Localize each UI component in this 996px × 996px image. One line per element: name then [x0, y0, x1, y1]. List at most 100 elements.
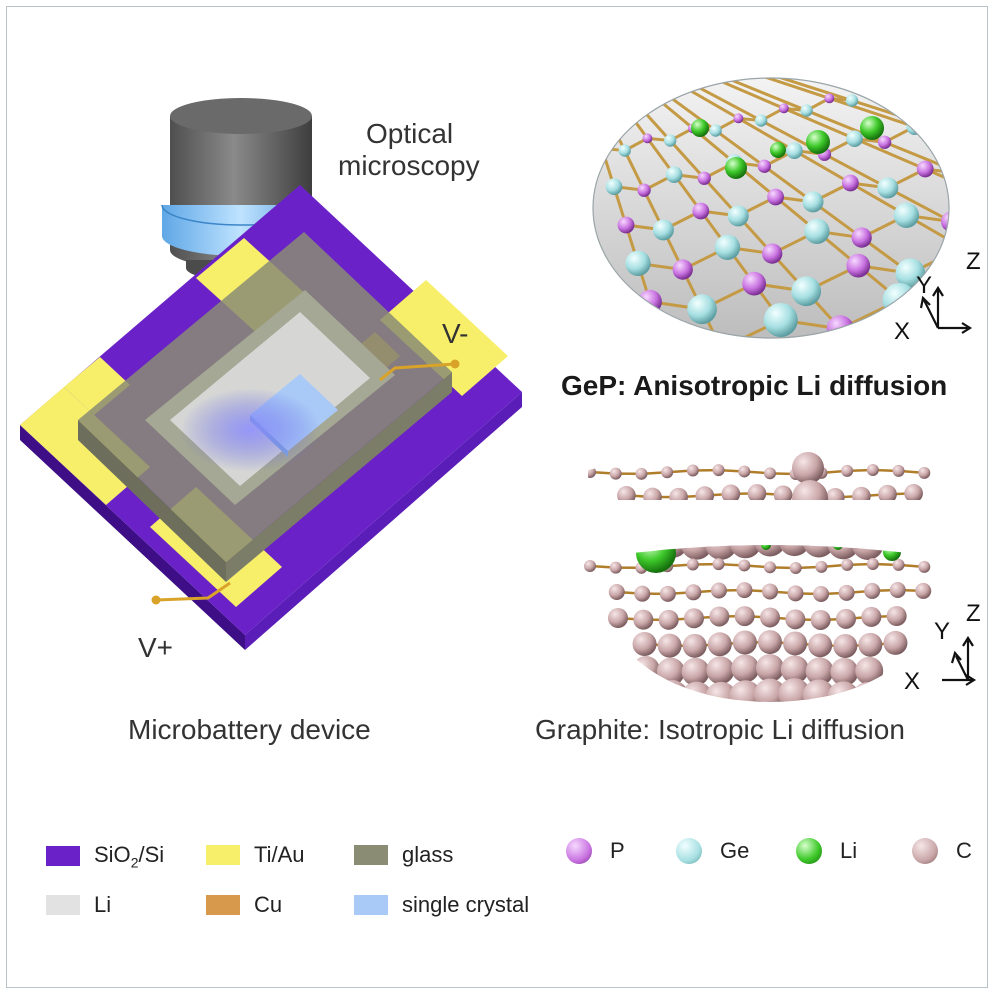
- c-atom: [802, 679, 835, 702]
- c-atom: [681, 657, 710, 686]
- c-atom: [815, 560, 828, 573]
- c-atom: [729, 526, 762, 559]
- li-atom: [636, 533, 676, 573]
- p-atom: [846, 253, 871, 278]
- p-atom: [672, 259, 693, 280]
- ge-atom: [952, 163, 973, 184]
- gep-caption: GeP: Anisotropic Li diffusion: [561, 370, 948, 401]
- axis-bottom-x: X: [904, 668, 921, 695]
- c-atom: [918, 466, 931, 479]
- c-atom: [672, 507, 698, 534]
- c-atom: [802, 525, 835, 558]
- ge-atom: [665, 166, 683, 184]
- c-atom: [830, 657, 859, 686]
- c-atom: [764, 467, 776, 480]
- li-atom-icon: [796, 838, 822, 864]
- figure-frame: [6, 6, 988, 988]
- c-atom: [705, 527, 738, 560]
- li-atom: [691, 119, 709, 137]
- graphite-structure: [582, 450, 958, 702]
- legend-swatch: [46, 846, 80, 867]
- p-atom: [767, 188, 784, 206]
- c-atom: [661, 466, 674, 479]
- li-atom: [761, 540, 771, 550]
- gep-structure: [593, 68, 996, 338]
- c-atom: [729, 680, 762, 702]
- legend-label: Li: [840, 838, 858, 863]
- c-atom-icon: [912, 838, 938, 864]
- p-atom: [742, 271, 767, 296]
- ge-atom: [664, 134, 677, 147]
- c-atom: [712, 464, 725, 477]
- legend-label-sio2: SiO2/Si: [94, 842, 165, 871]
- c-atom: [695, 486, 715, 505]
- ge-atom: [786, 142, 803, 160]
- c-atom: [813, 585, 830, 602]
- c-atom: [851, 527, 884, 560]
- p-atom: [938, 123, 949, 137]
- p-atom: [602, 107, 609, 115]
- c-atom: [609, 467, 622, 480]
- c-atom: [617, 486, 636, 505]
- microbattery-device: [20, 185, 522, 650]
- c-atom: [861, 606, 882, 627]
- c-atom: [738, 559, 751, 572]
- c-atom: [866, 504, 892, 531]
- p-atom: [824, 93, 835, 104]
- ge-atom: [845, 94, 859, 107]
- p-atom: [707, 335, 736, 338]
- c-atom: [783, 631, 808, 656]
- p-atom: [756, 68, 762, 74]
- legend-swatch: [206, 845, 240, 865]
- c-atom: [789, 561, 802, 574]
- p-atom: [633, 99, 640, 107]
- c-atom: [632, 656, 660, 684]
- legend-label: C: [956, 838, 972, 863]
- ge-atom: [802, 191, 824, 213]
- c-atom: [792, 452, 824, 484]
- ge-atom: [605, 178, 623, 196]
- legend-sio2-si: SiO2/Si: [46, 842, 164, 870]
- c-atom: [851, 681, 884, 702]
- legend-single-crystal: single crystal: [354, 892, 529, 918]
- p-atom: [992, 147, 996, 164]
- c-atom: [738, 465, 751, 478]
- c-atom: [886, 606, 907, 626]
- c-atom: [842, 506, 868, 533]
- ge-atom: [593, 106, 594, 114]
- c-atom: [680, 527, 713, 560]
- c-atom: [734, 606, 755, 627]
- c-atom: [769, 505, 795, 531]
- p-atom-icon: [566, 838, 592, 864]
- c-atom: [657, 633, 682, 658]
- c-atom: [764, 561, 776, 574]
- c-atom: [889, 582, 906, 598]
- legend-li-material: Li: [46, 892, 111, 918]
- c-atom: [836, 608, 856, 629]
- c-atom: [745, 504, 771, 530]
- c-atom: [841, 558, 854, 571]
- ge-atom: [763, 303, 798, 337]
- axes-top: [919, 285, 973, 334]
- p-atom: [877, 135, 892, 149]
- c-atom: [773, 485, 793, 505]
- c-atom: [682, 633, 707, 658]
- c-atom: [720, 504, 747, 530]
- axis-bottom-y: Y: [934, 618, 951, 645]
- ge-atom: [647, 90, 656, 98]
- c-atom: [793, 507, 820, 533]
- c-atom: [792, 480, 828, 516]
- c-atom: [892, 558, 905, 571]
- legend-label: single crystal: [402, 892, 530, 917]
- p-atom: [617, 216, 635, 234]
- p-atom: [916, 160, 934, 178]
- legend-atom-li: Li: [796, 838, 857, 864]
- ge-atom: [877, 177, 899, 199]
- ge-atom: [652, 219, 674, 241]
- c-atom: [707, 632, 732, 657]
- c-atom: [778, 524, 811, 557]
- c-atom: [608, 608, 628, 628]
- ge-atom: [625, 250, 651, 276]
- c-atom: [696, 506, 723, 532]
- microbattery-caption: Microbattery device: [128, 714, 371, 745]
